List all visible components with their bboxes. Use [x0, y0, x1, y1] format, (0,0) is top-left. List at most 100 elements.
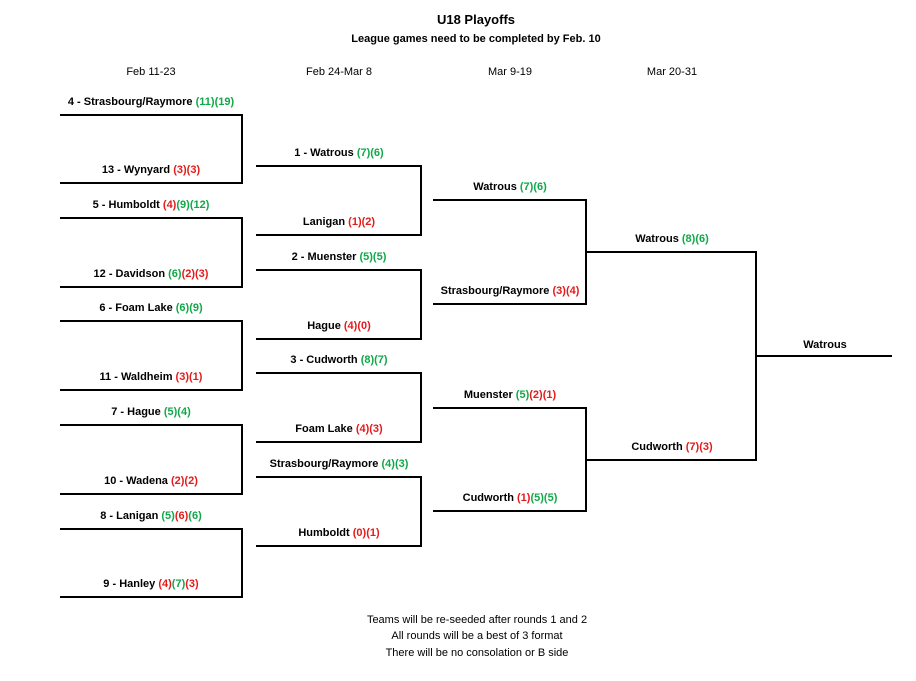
team-entry: Cudworth (1)(5)(5): [463, 492, 558, 505]
bracket-line: [60, 424, 242, 426]
game-score: (3): [369, 423, 383, 435]
bracket-connector: [241, 114, 243, 184]
game-score: (3): [195, 268, 209, 280]
team-name: 1 - Watrous: [294, 147, 357, 159]
bracket-line: [433, 199, 586, 201]
team-entry: 2 - Muenster (5)(5): [292, 251, 387, 264]
bracket-connector: [585, 199, 587, 305]
game-score: (5): [161, 510, 175, 522]
bracket-line: [256, 372, 421, 374]
game-score: (2): [184, 475, 198, 487]
game-score: (2): [529, 389, 543, 401]
round-header-3: Mar 9-19: [487, 66, 533, 78]
bracket-line: [256, 269, 421, 271]
bracket-line: [586, 459, 756, 461]
bracket-line: [256, 545, 421, 547]
game-score: (3): [185, 578, 199, 590]
team-entry: Lanigan (1)(2): [303, 216, 375, 229]
game-score: (1): [189, 371, 203, 383]
team-name: Cudworth: [631, 441, 686, 453]
team-name: Watrous: [635, 233, 682, 245]
team-name: 4 - Strasbourg/Raymore: [67, 96, 196, 108]
game-score: (6): [168, 268, 182, 280]
bracket-line: [433, 407, 586, 409]
game-score: (4): [162, 199, 177, 211]
team-name: Strasbourg/Raymore: [269, 458, 382, 470]
bracket-connector: [420, 372, 422, 443]
bracket-connector: [755, 251, 757, 461]
bracket-line: [60, 389, 242, 391]
game-score: (12): [189, 199, 210, 211]
team-entry: 6 - Foam Lake (6)(9): [99, 302, 202, 315]
bracket-line: [60, 596, 242, 598]
game-score: (3): [394, 458, 409, 470]
team-entry: Hague (4)(0): [307, 320, 371, 333]
game-score: (4): [158, 578, 172, 590]
diagram-title: U18 Playoffs: [436, 12, 516, 27]
round-header-1: Feb 11-23: [126, 66, 176, 78]
game-score: (5): [359, 251, 373, 263]
note-reseed: Teams will be re-seeded after rounds 1 a…: [366, 614, 588, 626]
team-name: Watrous: [803, 339, 847, 351]
game-score: (1): [542, 389, 557, 401]
game-score: (8): [360, 354, 375, 366]
bracket-line: [256, 476, 421, 478]
bracket-line: [256, 165, 421, 167]
bracket-line: [433, 303, 586, 305]
bracket-line: [433, 510, 586, 512]
team-entry: Foam Lake (4)(3): [295, 423, 382, 436]
game-score: (6): [370, 147, 384, 159]
team-entry: Watrous: [803, 339, 847, 352]
team-name: 9 - Hanley: [103, 578, 159, 590]
game-score: (3): [175, 371, 190, 383]
game-score: (8): [681, 233, 696, 245]
game-score: (4): [355, 423, 370, 435]
team-entry: 8 - Lanigan (5)(6)(6): [100, 510, 201, 523]
team-entry: 13 - Wynyard (3)(3): [102, 164, 200, 177]
team-entry: 11 - Waldheim (3)(1): [100, 371, 203, 384]
team-name: Strasbourg/Raymore: [440, 285, 553, 297]
diagram-subtitle: League games need to be completed by Feb…: [351, 33, 601, 45]
team-entry: Watrous (8)(6): [635, 233, 709, 246]
team-entry: 4 - Strasbourg/Raymore (11)(19): [68, 96, 234, 109]
game-score: (7): [519, 181, 534, 193]
bracket-connector: [241, 424, 243, 495]
bracket-line: [60, 528, 242, 530]
bracket-line: [256, 234, 421, 236]
bracket-line: [756, 355, 892, 357]
team-entry: Cudworth (7)(3): [631, 441, 712, 454]
team-name: 2 - Muenster: [291, 251, 360, 263]
game-score: (5): [163, 406, 178, 418]
team-name: Watrous: [473, 181, 520, 193]
game-score: (2): [170, 475, 185, 487]
team-name: 11 - Waldheim: [99, 371, 176, 383]
bracket-line: [60, 182, 242, 184]
team-name: 12 - Davidson: [93, 268, 169, 280]
game-score: (3): [186, 164, 201, 176]
game-score: (6): [188, 510, 202, 522]
team-entry: Muenster (5)(2)(1): [464, 389, 556, 402]
game-score: (7): [374, 354, 388, 366]
team-name: 7 - Hague: [111, 406, 164, 418]
team-entry: 9 - Hanley (4)(7)(3): [103, 578, 198, 591]
game-score: (0): [357, 320, 371, 332]
team-entry: 1 - Watrous (7)(6): [294, 147, 383, 160]
bracket-line: [60, 320, 242, 322]
bracket-line: [60, 114, 242, 116]
game-score: (1): [348, 216, 362, 228]
game-score: (0): [352, 527, 367, 539]
game-score: (9): [189, 302, 203, 314]
team-entry: Humboldt (0)(1): [298, 527, 379, 540]
bracket-connector: [420, 476, 422, 547]
game-score: (11): [195, 96, 215, 108]
bracket-connector: [420, 269, 422, 340]
round-header-2: Feb 24-Mar 8: [305, 66, 373, 78]
bracket-line: [256, 338, 421, 340]
game-score: (5): [543, 492, 558, 504]
team-name: Cudworth: [462, 492, 518, 504]
team-entry: Strasbourg/Raymore (4)(3): [270, 458, 409, 471]
game-score: (5): [530, 492, 544, 504]
team-name: 8 - Lanigan: [100, 510, 162, 522]
team-entry: Strasbourg/Raymore (3)(4): [441, 285, 580, 298]
